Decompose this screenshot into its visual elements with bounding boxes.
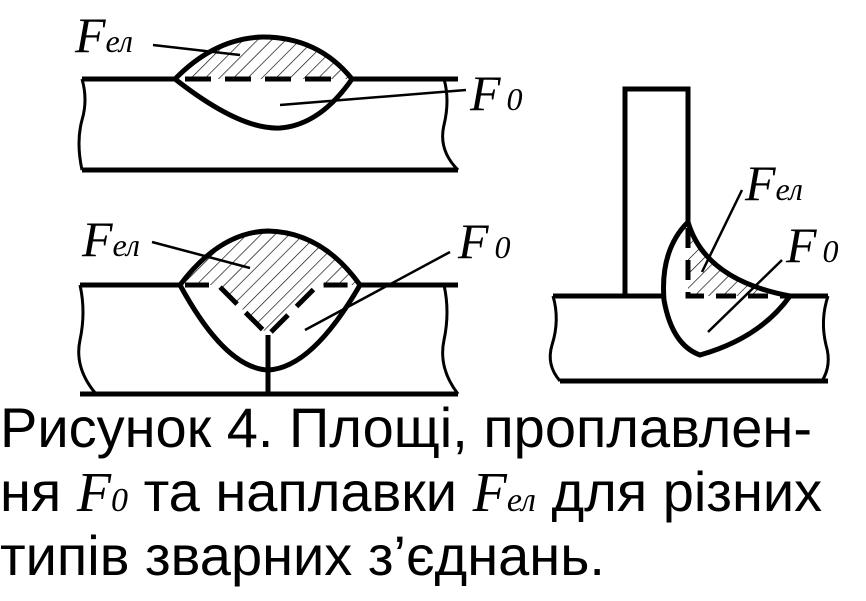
caption-line-2-part-c: для різних xyxy=(535,460,823,523)
fillet-face xyxy=(685,221,791,299)
symbol-f-0: F0 xyxy=(76,462,129,524)
plate-right-break xyxy=(441,284,460,395)
penetration-boundary xyxy=(661,220,793,358)
figure-caption: Рисунок 4. Площі, проплавлен- ня F0 та н… xyxy=(0,396,866,588)
deposited-area-hatch xyxy=(180,231,360,335)
plate-left-break xyxy=(77,78,87,171)
leader-f-0 xyxy=(304,250,451,332)
deposited-area-hatch xyxy=(688,222,790,296)
caption-line-2-part-a: ня xyxy=(0,460,77,523)
caption-line-2-part-b: та наплавки xyxy=(128,460,473,523)
caption-line-1: Рисунок 4. Площі, проплавлен- xyxy=(0,396,812,459)
leader-f-el xyxy=(700,189,744,273)
leader-f-0 xyxy=(279,88,467,107)
caption-line-3: типів зварних з’єднань. xyxy=(0,524,605,587)
base-plate-left-break xyxy=(548,295,562,382)
symbol-f-el: Fел xyxy=(472,462,536,524)
label-f-el: Fел xyxy=(744,155,803,211)
groove-edge-dashed xyxy=(185,282,352,339)
vertical-plate xyxy=(622,86,691,296)
bead-crown xyxy=(178,228,363,287)
base-plate-right-break xyxy=(820,295,830,382)
leader-f-0 xyxy=(707,259,783,333)
leader-f-el xyxy=(152,43,241,57)
leader-f-el xyxy=(151,240,251,270)
bead-crown xyxy=(173,34,354,81)
label-f-el: Fел xyxy=(81,211,140,267)
original-edges-dashed xyxy=(685,228,788,299)
penetration-boundary xyxy=(173,77,355,131)
label-f-el: Fел xyxy=(74,7,133,63)
plate-left-break xyxy=(77,284,98,395)
caption-line-2: ня F0 та наплавки Fел для різних xyxy=(0,460,866,524)
